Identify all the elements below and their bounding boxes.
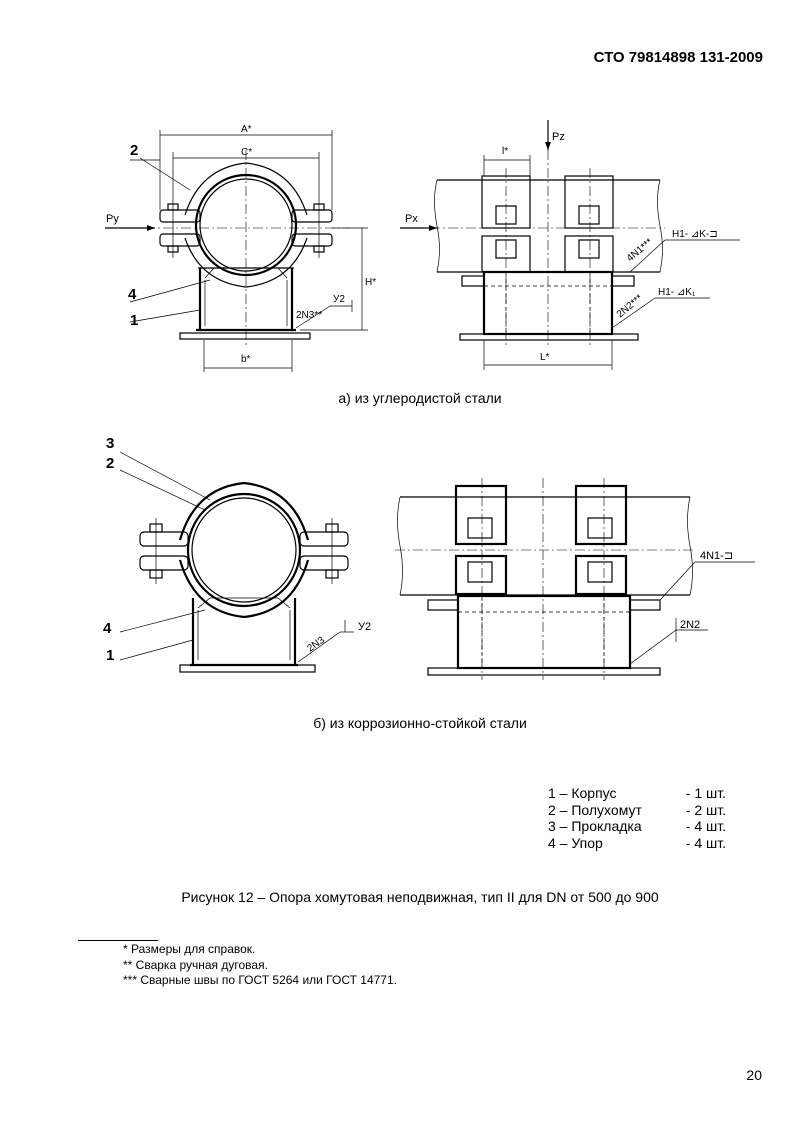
weld-4n1-a-symbol: Н1- ⊿K-⊐ xyxy=(672,229,718,240)
label-4-b: 4 xyxy=(103,620,112,637)
footnotes: * Размеры для справок. ** Сварка ручная … xyxy=(123,942,397,989)
label-4-a: 4 xyxy=(128,286,137,303)
part-name: 1 – Корпус xyxy=(548,785,617,801)
dim-h: H* xyxy=(365,277,376,288)
weld-2n2-a-symbol: Н1- ⊿K₁ xyxy=(658,287,696,298)
dim-a: A* xyxy=(241,124,252,135)
part-name: 4 – Упор xyxy=(548,834,603,851)
footnote: ** Сварка ручная дуговая. xyxy=(123,957,268,972)
figure-a-front-view xyxy=(400,120,740,370)
dim-l-large: L* xyxy=(540,352,550,363)
label-2-a: 2 xyxy=(130,142,138,159)
part-qty: - 4 шт. xyxy=(685,818,726,834)
part-row: 3 – Прокладка - 4 шт. xyxy=(548,818,726,835)
part-qty: - 4 шт. xyxy=(685,834,726,851)
dim-c: C* xyxy=(241,147,252,158)
force-pz: Pz xyxy=(552,131,565,143)
part-row: 2 – Полухомут - 2 шт. xyxy=(548,802,726,819)
force-px: Px xyxy=(405,213,418,225)
y2-a: У2 xyxy=(333,294,345,305)
weld-4n1-b: 4N1-⊐ xyxy=(700,550,733,562)
weld-4n1-a: 4N1*** xyxy=(625,237,655,265)
weld-2n2-b: 2N2 xyxy=(680,619,700,631)
part-qty: - 1 шт. xyxy=(685,785,726,801)
parts-list: 1 – Корпус - 1 шт. 2 – Полухомут - 2 шт.… xyxy=(548,785,726,851)
footnote: * Размеры для справок. xyxy=(123,942,256,956)
part-name: 2 – Полухомут xyxy=(548,801,642,818)
caption-a: а) из углеродистой стали xyxy=(338,390,502,406)
part-name: 3 – Прокладка xyxy=(548,818,642,834)
figure-b-front-view xyxy=(395,478,755,680)
label-2-b: 2 xyxy=(106,455,114,472)
weld-2n3-b: 2N3 xyxy=(305,635,327,655)
weld-2n3-a: 2N3** xyxy=(296,310,322,321)
document-code: СТО 79814898 131-2009 xyxy=(593,49,763,66)
weld-2n2-a: 2N2*** xyxy=(615,293,645,321)
figure-a-side-view xyxy=(105,130,368,372)
page-number: 20 xyxy=(746,1067,762,1083)
part-qty: - 2 шт. xyxy=(685,801,726,818)
footnote: *** Сварные швы по ГОСТ 5264 или ГОСТ 14… xyxy=(123,973,397,987)
part-row: 4 – Упор - 4 шт. xyxy=(548,835,726,852)
part-row: 1 – Корпус - 1 шт. xyxy=(548,785,726,802)
dim-b: b* xyxy=(241,354,251,365)
footnote-divider xyxy=(78,940,158,941)
caption-b: б) из коррозионно-стойкой стали xyxy=(313,715,527,731)
label-1-b: 1 xyxy=(106,647,114,664)
force-py: Py xyxy=(106,213,119,225)
y2-b: У2 xyxy=(358,621,371,633)
label-3-b: 3 xyxy=(106,435,114,452)
figure-caption: Рисунок 12 – Опора хомутовая неподвижная… xyxy=(181,889,659,905)
figure-b-side-view xyxy=(119,451,354,673)
dim-l-small: l* xyxy=(502,146,508,157)
label-1-a: 1 xyxy=(130,312,138,329)
